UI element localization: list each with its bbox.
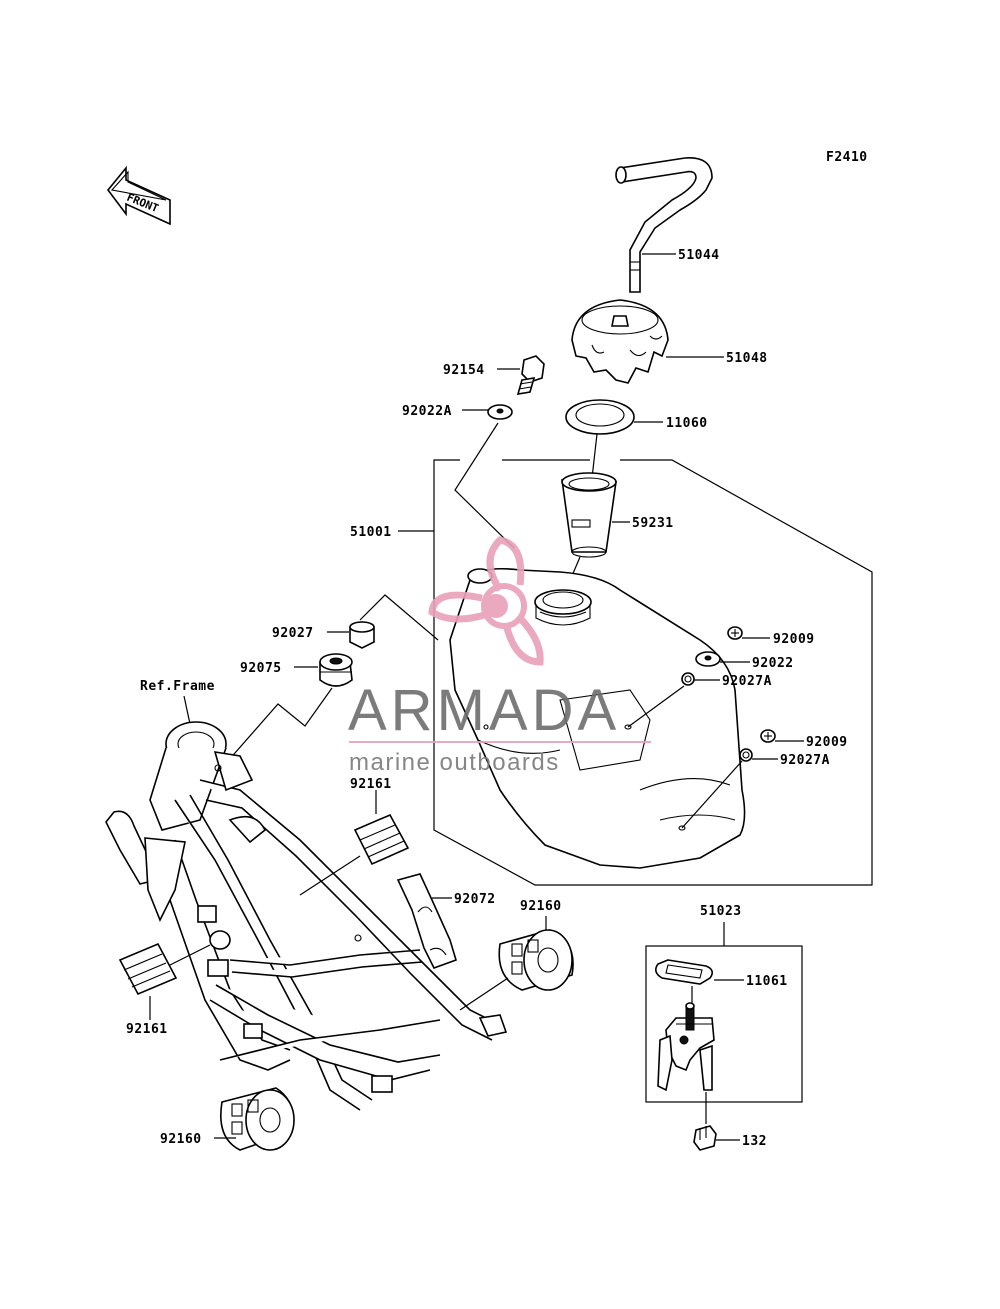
- damper-92160-lower: [220, 1087, 295, 1151]
- washer-92022: [695, 651, 721, 667]
- part-label-51001: 51001: [350, 525, 392, 540]
- breather-hose: [615, 157, 713, 293]
- front-arrow-icon: FRONT: [106, 165, 171, 226]
- part-label-92027A-bottom: 92027A: [780, 753, 830, 768]
- part-label-92154: 92154: [443, 363, 485, 378]
- washer-92022A: [487, 404, 513, 420]
- collar-92027: [349, 621, 375, 649]
- tank-bracket: [433, 459, 873, 886]
- fuel-cap: [571, 299, 669, 384]
- part-label-92009-bottom: 92009: [806, 735, 848, 750]
- damper-92160-right: [498, 929, 574, 991]
- bolt-132: [693, 1125, 717, 1151]
- watermark-tagline: marine outboards: [349, 749, 560, 776]
- damper-92161-lower: [118, 942, 178, 996]
- part-label-92161-upper: 92161: [350, 777, 392, 792]
- gasket-11061: [654, 959, 714, 985]
- part-label-92161-lower: 92161: [126, 1022, 168, 1037]
- bolt-92154: [516, 355, 545, 395]
- damper-92075: [319, 653, 353, 687]
- watermark-brand: ARMADA: [348, 678, 620, 743]
- part-label-92022: 92022: [752, 656, 794, 671]
- bracket-92072: [396, 873, 457, 969]
- fuel-filter: [561, 472, 617, 558]
- part-label-51023: 51023: [700, 904, 742, 919]
- frame: [105, 721, 508, 1111]
- part-label-92160-right: 92160: [520, 899, 562, 914]
- gasket-11060: [565, 399, 635, 435]
- ref-frame-label: Ref.Frame: [140, 679, 215, 694]
- fuel-cock: [657, 1002, 715, 1092]
- watermark: ARMADA marine outboards: [348, 536, 651, 776]
- part-label-92160-lower: 92160: [160, 1132, 202, 1147]
- part-label-92075: 92075: [240, 661, 282, 676]
- figure-code: F2410: [826, 150, 868, 165]
- part-label-51048: 51048: [726, 351, 768, 366]
- grommet-92027A-bottom: [739, 748, 753, 762]
- part-label-92022A: 92022A: [402, 404, 452, 419]
- part-label-92027A-top: 92027A: [722, 674, 772, 689]
- part-label-92027: 92027: [272, 626, 314, 641]
- damper-92161-upper: [353, 813, 410, 866]
- part-label-132: 132: [742, 1134, 767, 1149]
- part-label-59231: 59231: [632, 516, 674, 531]
- grommet-92027A-top: [681, 672, 695, 686]
- propeller-logo-icon: [428, 536, 544, 666]
- fuel-tank: [449, 567, 746, 869]
- part-label-92009-top: 92009: [773, 632, 815, 647]
- screw-92009-bottom: [760, 729, 776, 743]
- part-label-51044: 51044: [678, 248, 720, 263]
- part-label-11061: 11061: [746, 974, 788, 989]
- screw-92009-top: [727, 626, 743, 640]
- part-label-11060: 11060: [666, 416, 708, 431]
- part-label-92072: 92072: [454, 892, 496, 907]
